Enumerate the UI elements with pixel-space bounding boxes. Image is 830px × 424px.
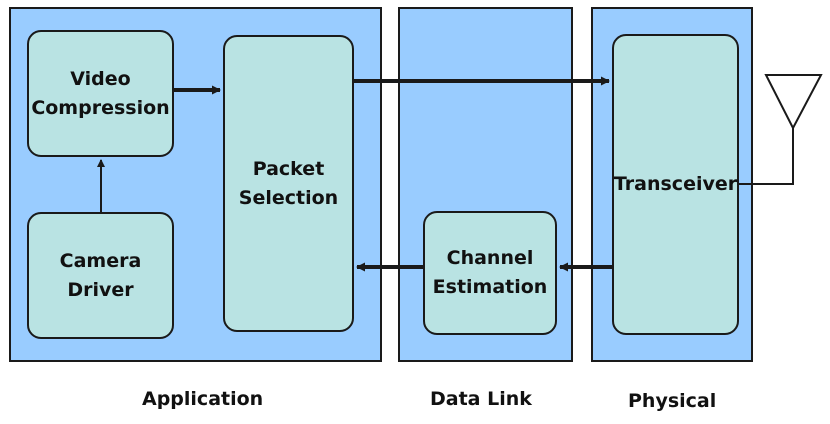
channel-estimation-block: Channel Estimation <box>423 211 557 335</box>
packet-selection-block: Packet Selection <box>223 35 354 332</box>
transceiver-block: Transceiver <box>612 34 739 335</box>
data-link-layer-label: Data Link <box>430 388 532 410</box>
antenna-feed-line <box>739 128 794 185</box>
physical-layer-label: Physical <box>628 390 717 412</box>
video-compression-block: Video Compression <box>27 30 174 157</box>
application-layer-label: Application <box>142 388 264 410</box>
antenna-icon <box>764 74 823 131</box>
camera-driver-block: Camera Driver <box>27 212 174 339</box>
